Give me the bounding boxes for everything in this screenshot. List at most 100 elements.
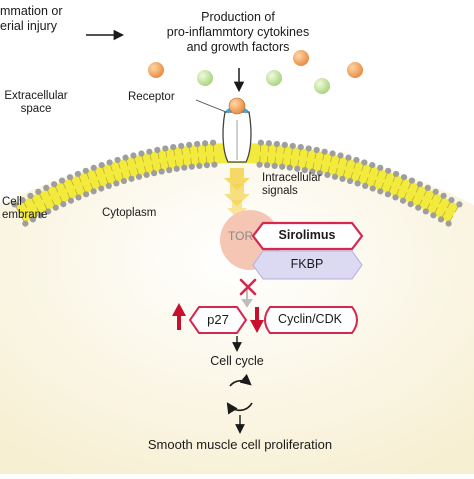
lipid-head xyxy=(35,188,42,195)
lipid-head xyxy=(37,212,44,219)
lipid-head xyxy=(377,188,384,195)
lipid-head xyxy=(158,168,165,175)
lipid-head xyxy=(209,139,217,146)
bound-ligand xyxy=(228,97,246,115)
lipid-head xyxy=(377,164,384,171)
lipid-head xyxy=(445,220,452,227)
lipid-head xyxy=(448,196,455,204)
lipid-head xyxy=(316,170,323,177)
production-label: Production of pro-inflammtory cytokines … xyxy=(138,10,338,55)
lipid-head xyxy=(90,164,97,171)
lipid-head xyxy=(408,177,416,184)
lipid-head xyxy=(60,201,67,208)
lipid-head xyxy=(43,184,50,192)
lipid-head xyxy=(265,140,272,147)
lipid-head xyxy=(337,152,344,159)
cytokine-green xyxy=(314,78,330,94)
lipid-head xyxy=(143,171,150,178)
lipid-head xyxy=(392,194,399,201)
lipid-head xyxy=(407,201,414,208)
cyclin-cdk-protein xyxy=(264,306,358,334)
lipid-head xyxy=(273,140,280,148)
lipid-head xyxy=(151,170,158,177)
lipid-head xyxy=(321,148,328,155)
lipid-head xyxy=(385,167,392,174)
lipid-head xyxy=(11,201,18,208)
lipid-head xyxy=(188,163,195,170)
lipid-head xyxy=(301,167,308,174)
lipid-head xyxy=(399,197,407,204)
lipid-head xyxy=(294,165,301,172)
lipid-head xyxy=(128,175,135,182)
p27-protein xyxy=(188,306,248,334)
cytoplasm-label: Cytoplasm xyxy=(102,207,157,219)
lipid-head xyxy=(51,181,58,188)
lipid-head xyxy=(313,146,320,154)
tor-label: TOR xyxy=(228,229,254,243)
lipid-head xyxy=(281,141,288,148)
lipid-head xyxy=(120,177,128,185)
decrease-arrow-icon xyxy=(250,307,264,333)
lipid-head xyxy=(202,140,209,147)
cytokine-orange xyxy=(347,62,363,78)
lipid-head xyxy=(138,150,145,157)
lipid-head xyxy=(90,188,97,195)
lipid-head xyxy=(178,142,185,150)
lipid-head xyxy=(113,180,120,187)
lipid-head xyxy=(331,173,339,180)
membrane-lipids xyxy=(11,139,463,227)
lipid-head xyxy=(324,171,331,178)
intracellular-line-1: Intracellular xyxy=(262,172,322,184)
lipid-head xyxy=(456,201,463,208)
lipid-head xyxy=(114,156,121,164)
lipid-head xyxy=(432,188,439,195)
increase-arrow-icon xyxy=(172,303,186,330)
lipid-head xyxy=(297,144,304,151)
lipid-head xyxy=(122,154,129,161)
lipid-head xyxy=(82,191,90,198)
intracellular-signal-arrow xyxy=(224,168,250,218)
lipid-head xyxy=(154,146,161,154)
extracellular-label: Extracellular space xyxy=(0,90,72,116)
lipid-head xyxy=(170,144,177,151)
lipid-head xyxy=(74,170,82,178)
lipid-head xyxy=(203,162,210,169)
lipid-head xyxy=(166,167,173,174)
lipid-head xyxy=(329,150,336,157)
lipid-head xyxy=(440,192,447,199)
lipid-head xyxy=(416,181,423,188)
lipid-head xyxy=(186,141,193,148)
lipid-head xyxy=(45,208,52,215)
lipid-head xyxy=(271,162,278,169)
lipid-head xyxy=(58,177,66,184)
production-line-2: pro-inflammtory cytokines xyxy=(166,25,310,39)
lipid-head xyxy=(105,182,112,189)
lipid-head xyxy=(430,212,437,219)
lipid-head xyxy=(75,194,82,201)
lipid-head xyxy=(82,167,89,174)
receptor-label: Receptor xyxy=(128,91,175,103)
block-x-icon xyxy=(239,278,257,296)
production-line-3: and growth factors xyxy=(186,40,290,54)
production-line-1: Production of xyxy=(201,10,275,24)
cell-cycle-label: Cell cycle xyxy=(210,354,264,368)
intracellular-label: Intracellular signals xyxy=(262,172,321,198)
cell-membrane-line-1: Cell xyxy=(2,196,22,208)
trigger-line-1: mmation or xyxy=(0,4,63,18)
lipid-head xyxy=(392,170,400,178)
extracellular-line-1: Extracellular xyxy=(4,90,68,102)
lipid-head xyxy=(181,164,188,171)
lipid-head xyxy=(339,175,346,182)
lipid-head xyxy=(424,184,431,192)
cytokine-green xyxy=(266,70,282,86)
lipid-head xyxy=(196,162,203,169)
extracellular-line-2: space xyxy=(20,103,52,115)
lipid-head xyxy=(305,145,312,152)
lipid-head xyxy=(194,140,201,148)
lipid-head xyxy=(415,204,422,211)
lipid-head xyxy=(384,191,392,198)
lipid-head xyxy=(369,161,376,169)
fkbp-label: FKBP xyxy=(290,257,324,271)
